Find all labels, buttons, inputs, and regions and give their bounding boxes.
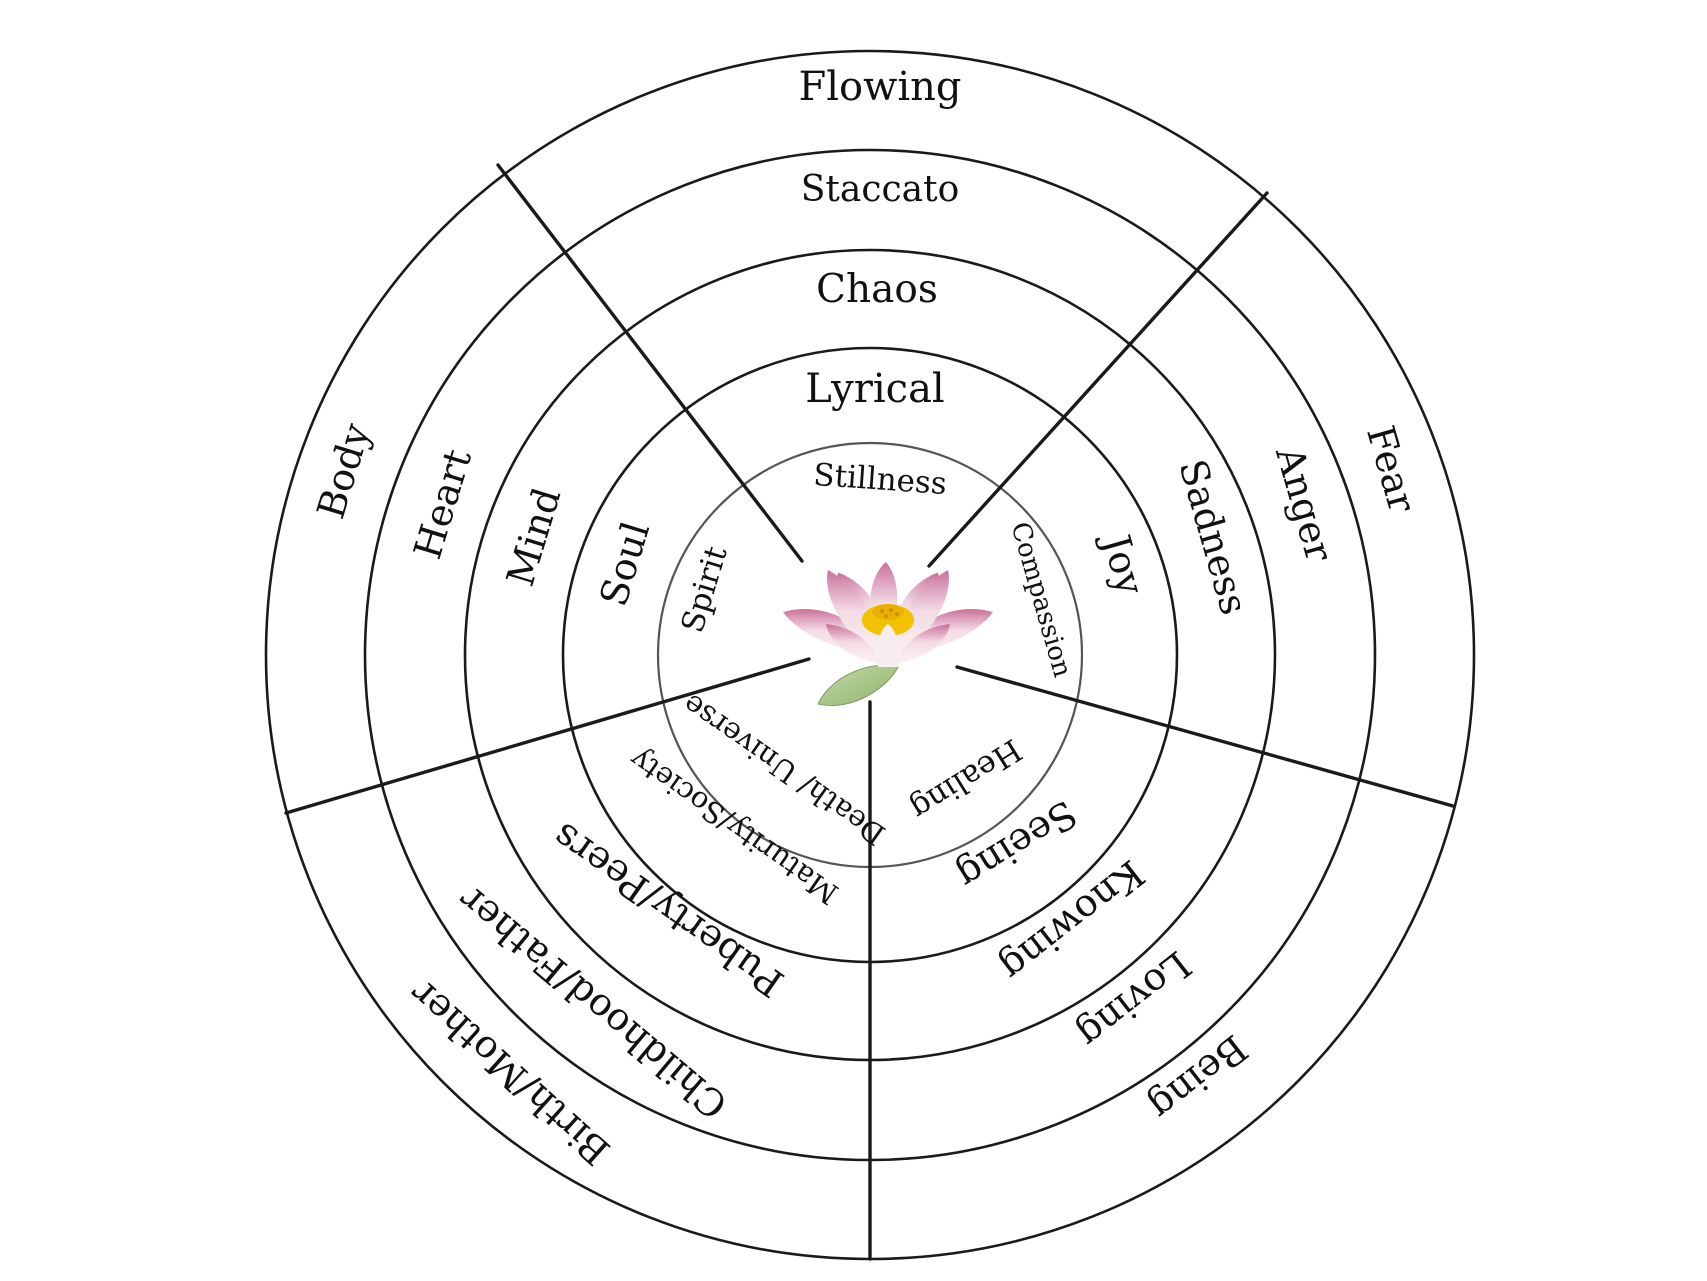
label-body: Body <box>308 418 378 524</box>
lotus-icon <box>783 562 993 706</box>
label-healing: Healing <box>904 731 1028 827</box>
label-loving: Loving <box>1069 942 1199 1057</box>
divider-top-left <box>496 163 804 563</box>
divider-left-lower <box>284 657 811 815</box>
label-anger: Anger <box>1267 441 1342 567</box>
label-fear: Fear <box>1358 421 1425 518</box>
label-sadness: Sadness <box>1170 455 1256 620</box>
label-soul: Soul <box>591 517 658 612</box>
label-heart: Heart <box>405 444 480 564</box>
label-mind: Mind <box>498 483 569 591</box>
label-lyrical: Lyrical <box>805 366 944 412</box>
label-being: Being <box>1141 1026 1256 1129</box>
label-stillness: Stillness <box>812 457 948 502</box>
label-chaos: Chaos <box>816 267 938 312</box>
label-joy: Joy <box>1093 526 1153 600</box>
label-staccato: Staccato <box>801 169 960 210</box>
label-compassion: Compassion <box>1005 519 1078 681</box>
divider-right-lower <box>955 665 1455 808</box>
divider-top-right <box>927 191 1269 568</box>
label-flowing: Flowing <box>798 64 961 110</box>
